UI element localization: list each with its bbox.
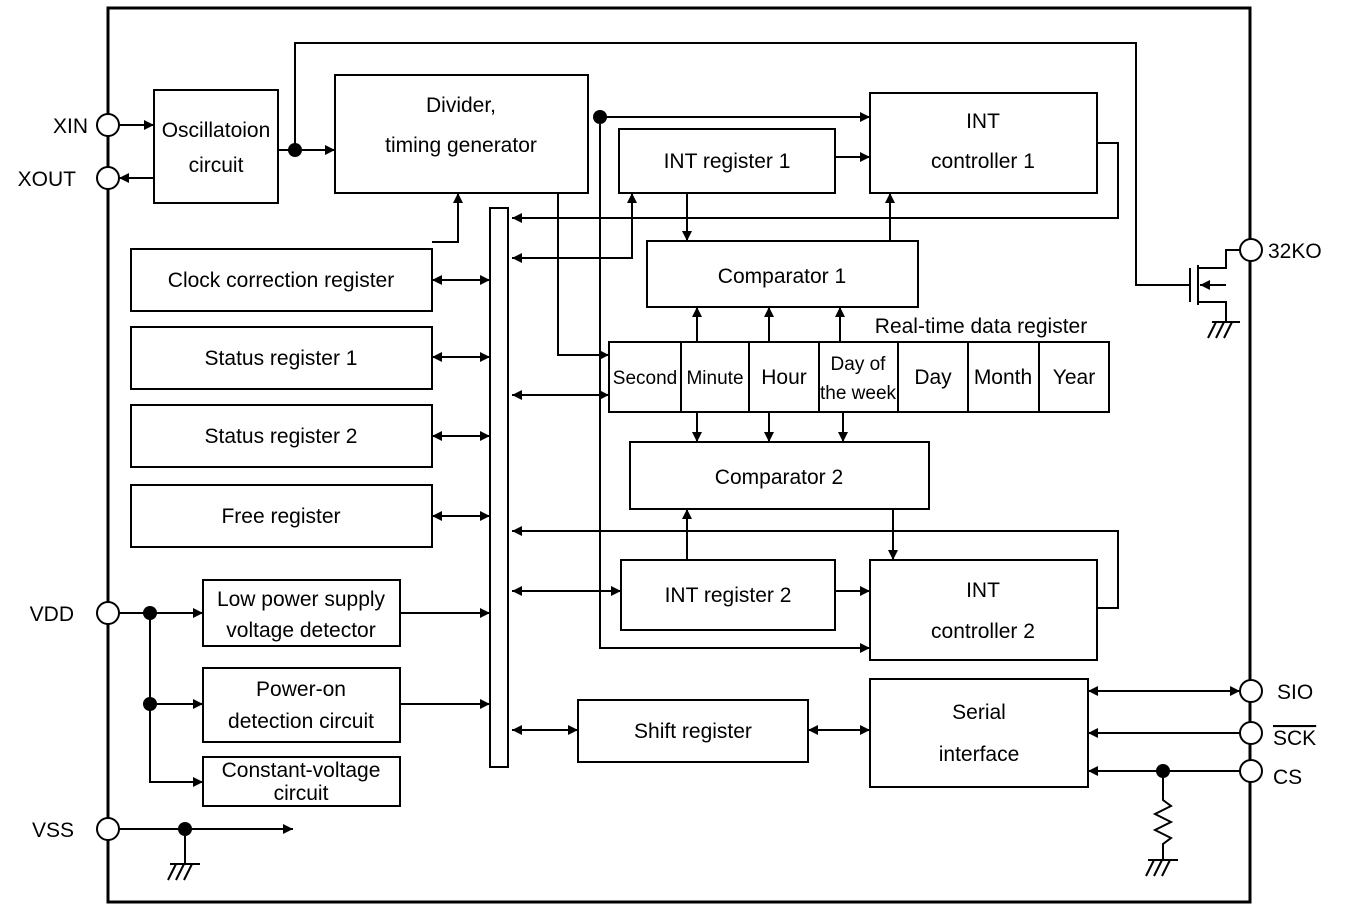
- divider-label-1: Divider,: [426, 94, 496, 117]
- int-controller-2-block: INT controller 2: [869, 559, 1098, 661]
- pin-xin: XIN: [53, 113, 120, 138]
- divider-block: Divider, timing generator: [334, 74, 589, 194]
- int-register-2-block: INT register 2: [620, 559, 836, 631]
- power-on-label-2: detection circuit: [228, 710, 374, 733]
- oscillation-label-2: circuit: [189, 154, 244, 177]
- low-power-label-2: voltage detector: [226, 619, 375, 642]
- constant-voltage-block: Constant-voltage circuit: [202, 756, 401, 807]
- comparator-2-block: Comparator 2: [629, 441, 930, 510]
- pin-sck-label: SCK: [1273, 727, 1316, 750]
- rtc-cell-year: Year: [1053, 366, 1095, 389]
- serial-interface-label-2: interface: [939, 743, 1020, 766]
- constant-voltage-label-1: Constant-voltage: [222, 759, 381, 782]
- constant-voltage-label-2: circuit: [274, 782, 329, 805]
- junction-dots: [143, 110, 1170, 836]
- serial-interface-label-1: Serial: [952, 701, 1006, 724]
- shift-register-block: Shift register: [577, 699, 809, 763]
- status-register-1-block: Status register 1: [130, 326, 433, 390]
- pin-vdd: VDD: [30, 601, 120, 626]
- int-controller-1-label-2: controller 1: [931, 150, 1035, 173]
- status-register-2-block: Status register 2: [130, 404, 433, 468]
- pin-xout: XOUT: [18, 166, 120, 191]
- comparator-1-block: Comparator 1: [646, 240, 919, 308]
- int-controller-1-label-1: INT: [966, 110, 1000, 133]
- int-register-1-label: INT register 1: [664, 150, 791, 173]
- divider-label-2: timing generator: [385, 134, 537, 157]
- oscillation-circuit-block: Oscillatoion circuit: [153, 89, 279, 204]
- rtc-cell-day-of-week-2: the week: [820, 383, 897, 404]
- pin-cs: CS: [1239, 759, 1302, 789]
- wires: [119, 42, 1240, 881]
- rtc-cell-month: Month: [974, 366, 1032, 389]
- pin-vdd-label: VDD: [30, 603, 74, 626]
- int-register-2-label: INT register 2: [665, 584, 792, 607]
- rtc-cell-day: Day: [914, 366, 952, 389]
- power-on-detection-block: Power-on detection circuit: [202, 667, 401, 743]
- int-controller-2-label-1: INT: [966, 579, 1000, 602]
- clock-correction-label: Clock correction register: [168, 269, 394, 292]
- real-time-data-register-label: Real-time data register: [875, 315, 1087, 338]
- pin-xout-label: XOUT: [18, 168, 77, 191]
- status-register-2-label: Status register 2: [205, 425, 358, 448]
- pin-sck: SCK: [1239, 721, 1316, 750]
- clock-correction-register-block: Clock correction register: [130, 248, 433, 312]
- int-controller-1-block: INT controller 1: [869, 92, 1098, 194]
- pin-32ko: 32KO: [1239, 238, 1322, 263]
- int-controller-2-label-2: controller 2: [931, 620, 1035, 643]
- rtc-cell-hour: Hour: [761, 366, 807, 389]
- comparator-2-label: Comparator 2: [715, 466, 843, 489]
- int-register-1-block: INT register 1: [618, 128, 836, 194]
- chip-outline: [106, 6, 1252, 904]
- pin-32ko-label: 32KO: [1268, 240, 1322, 263]
- serial-interface-block: Serial interface: [869, 678, 1089, 788]
- pin-vss-label: VSS: [32, 819, 74, 842]
- pin-vss: VSS: [32, 817, 120, 842]
- pin-xin-label: XIN: [53, 115, 88, 138]
- pin-cs-label: CS: [1273, 766, 1302, 789]
- pin-sio-label: SIO: [1277, 681, 1313, 704]
- real-time-data-register: Second Minute Hour Day of the week Day M…: [608, 341, 1110, 413]
- comparator-1-label: Comparator 1: [718, 265, 846, 288]
- oscillation-label-1: Oscillatoion: [162, 119, 271, 142]
- pin-sio: SIO: [1239, 679, 1313, 704]
- low-power-detector-block: Low power supply voltage detector: [202, 579, 401, 647]
- free-register-label: Free register: [221, 505, 340, 528]
- low-power-label-1: Low power supply: [217, 588, 386, 611]
- status-register-1-label: Status register 1: [205, 347, 358, 370]
- rtc-cell-second: Second: [613, 368, 677, 389]
- shift-register-label: Shift register: [634, 720, 752, 743]
- rtc-cell-minute: Minute: [686, 368, 743, 389]
- free-register-block: Free register: [130, 484, 433, 548]
- internal-bus: [489, 207, 509, 768]
- rtc-cell-day-of-week-1: Day of: [831, 354, 887, 375]
- power-on-label-1: Power-on: [256, 678, 346, 701]
